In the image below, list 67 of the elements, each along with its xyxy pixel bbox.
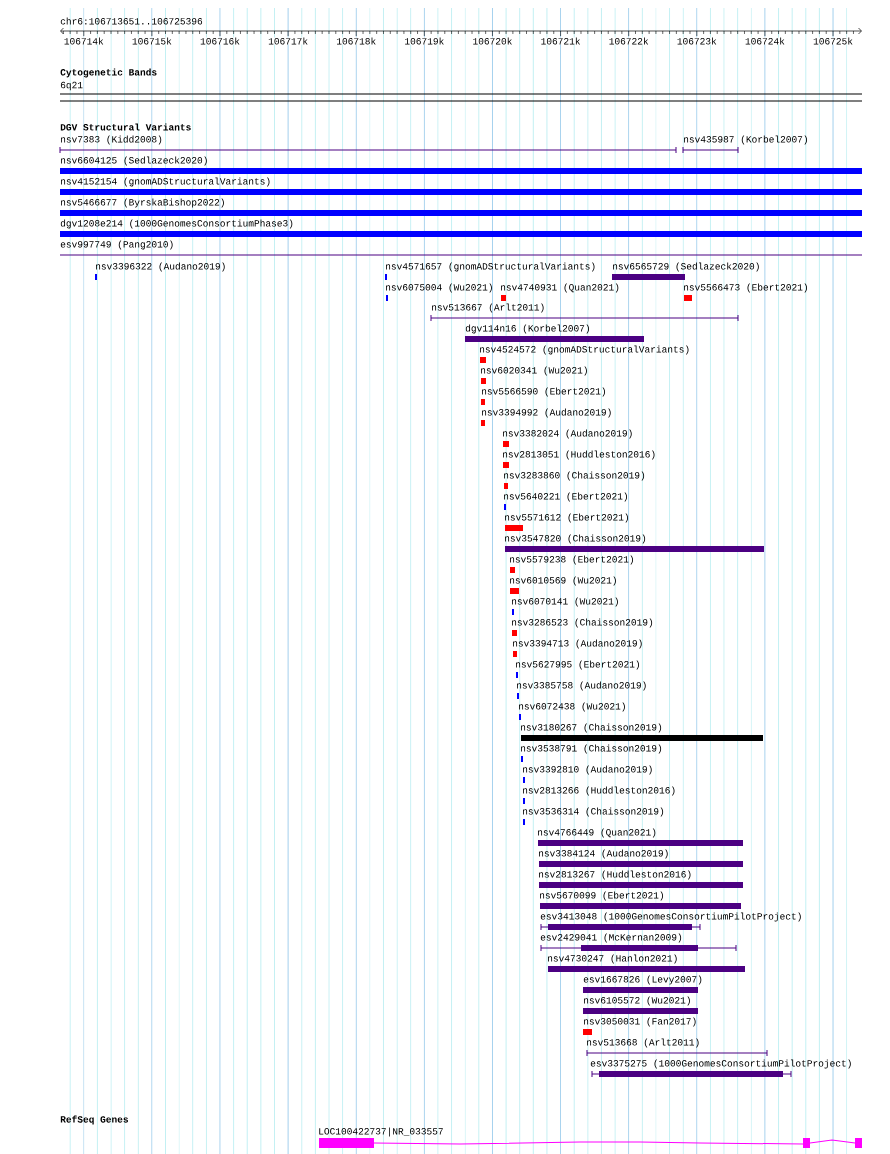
variant-label: nsv6070141 (Wu2021) [512, 597, 618, 607]
variant-label: dgv114n16 (Korbel2007) [465, 324, 589, 334]
tick-label: 106724k [743, 37, 786, 45]
variant-label: nsv2813051 (Huddleston2016) [503, 450, 655, 460]
variant-label: nsv4766449 (Quan2021) [538, 828, 656, 838]
variant-label: nsv4740931 (Quan2021) [501, 283, 619, 293]
tick-label: 106718k [335, 37, 378, 45]
variant-label: nsv6105572 (Wu2021) [584, 996, 690, 1006]
variant-label: nsv3536314 (Chaisson2019) [523, 807, 664, 817]
gene-label: LOC100422737|NR_033557 [319, 1127, 443, 1137]
variant-label: nsv3180267 (Chaisson2019) [521, 723, 662, 733]
variant-label: nsv5571612 (Ebert2021) [505, 513, 628, 523]
variant-label: nsv4152154 (gnomADStructuralVariants) [61, 177, 270, 187]
variant-label: nsv3392810 (Audano2019) [523, 765, 652, 775]
variant-label: nsv5566590 (Ebert2021) [482, 387, 605, 397]
variant-label: nsv4571657 (gnomADStructuralVariants) [386, 262, 595, 272]
variant-label: nsv513667 (Arlt2011) [432, 303, 544, 313]
variant-label: nsv3394713 (Audano2019) [513, 639, 642, 649]
variant-label: nsv2813266 (Huddleston2016) [523, 786, 675, 796]
tick-label: 106723k [675, 37, 718, 45]
variant-label: nsv5579238 (Ebert2021) [510, 555, 633, 565]
tick-label: 106720k [471, 37, 514, 45]
variant-label: nsv6010569 (Wu2021) [510, 576, 616, 586]
variant-label: nsv5640221 (Ebert2021) [504, 492, 627, 502]
tick-label: 106717k [267, 37, 310, 45]
variant-label: nsv3050031 (Fan2017) [584, 1017, 696, 1027]
tick-label: 106725k [812, 37, 854, 45]
variant-label: esv997749 (Pang2010) [60, 240, 173, 250]
tick-label: 106721k [539, 37, 582, 45]
variant-label: nsv3385758 (Audano2019) [517, 681, 646, 691]
variant-label: nsv5466677 (ByrskaBishop2022) [61, 198, 224, 208]
variant-label: nsv6072438 (Wu2021) [519, 702, 625, 712]
variant-label: esv2429041 (McKernan2009) [540, 933, 682, 943]
variant-label: nsv435987 (Korbel2007) [684, 135, 807, 145]
variant-label: nsv3396322 (Audano2019) [96, 262, 225, 272]
variant-label: nsv4524572 (gnomADStructuralVariants) [480, 345, 689, 355]
variant-label: nsv5670099 (Ebert2021) [540, 891, 663, 901]
variant-label: nsv4730247 (Hanlon2021) [548, 954, 677, 964]
variant-label: nsv6604125 (Sedlazeck2020) [61, 156, 207, 166]
variant-label: esv1667826 (Levy2007) [583, 975, 702, 985]
variant-label: nsv3283860 (Chaisson2019) [504, 471, 645, 481]
tick-label: 106722k [607, 37, 650, 45]
variant-label: nsv3547820 (Chaisson2019) [505, 534, 646, 544]
variant-label: dgv1208e214 (1000GenomesConsortiumPhase3) [60, 219, 293, 229]
band-label: 6q21 [60, 81, 83, 91]
variant-label: esv3375275 (1000GenomesConsortiumPilotProject) [590, 1059, 851, 1069]
variant-label: nsv3538791 (Chaisson2019) [521, 744, 662, 754]
variant-label: esv3413048 (1000GenomesConsortiumPilotProject) [540, 912, 801, 922]
coordinate-label: chr6:106713651..106725396 [60, 17, 203, 25]
tick-label: 106714k [62, 37, 105, 45]
variant-label: nsv3384124 (Audano2019) [539, 849, 668, 859]
variant-label: nsv6075004 (Wu2021) [386, 283, 492, 293]
variant-label: nsv6565729 (Sedlazeck2020) [613, 262, 759, 272]
variant-label: nsv2813267 (Huddleston2016) [539, 870, 691, 880]
variant-label: nsv3394992 (Audano2019) [482, 408, 611, 418]
track-title: Cytogenetic Bands [60, 68, 157, 78]
tick-label: 106715k [130, 37, 173, 45]
variant-label: nsv5627995 (Ebert2021) [516, 660, 639, 670]
variant-label: nsv3286523 (Chaisson2019) [512, 618, 653, 628]
variant-label: nsv6020341 (Wu2021) [481, 366, 587, 376]
tick-label: 106716k [199, 37, 241, 45]
variant-label: nsv3382024 (Audano2019) [503, 429, 632, 439]
variant-label: nsv7383 (Kidd2008) [61, 135, 162, 145]
variant-label: nsv513668 (Arlt2011) [587, 1038, 699, 1048]
variant-label: nsv5566473 (Ebert2021) [684, 283, 807, 293]
tick-label: 106719k [403, 37, 446, 45]
track-title: RefSeq Genes [60, 1115, 129, 1125]
